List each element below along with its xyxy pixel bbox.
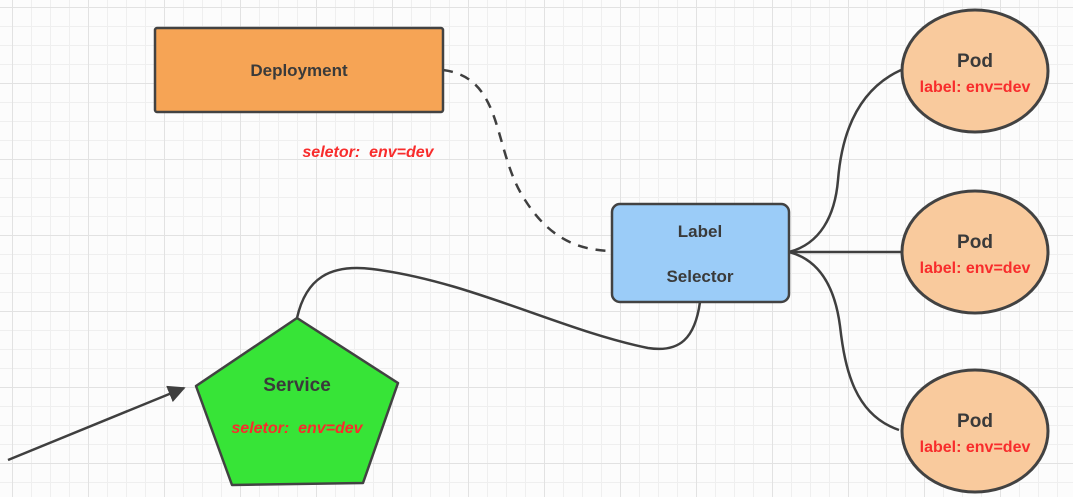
service-selector-note: seletor: env=dev (231, 420, 363, 437)
pod-node-bottom: Pod label: env=dev (900, 368, 1050, 494)
service-pentagon (194, 316, 400, 487)
label-selector-node: Label Selector (610, 202, 791, 304)
pod-label-bottom: label: env=dev (920, 439, 1031, 456)
deployment-label: Deployment (250, 61, 348, 80)
service-label: Service (263, 375, 331, 396)
pod-circle-bottom (900, 368, 1050, 494)
deployment-selector-note: seletor: env=dev (302, 144, 434, 161)
label-selector-box (610, 202, 791, 304)
deployment-box (153, 26, 445, 114)
pod-label-middle: label: env=dev (920, 260, 1031, 277)
service-inbound-arrow (7, 385, 186, 462)
pod-title-top: Pod (957, 51, 993, 72)
edge-selector-to-pod-bottom (788, 250, 900, 432)
edge-deployment-to-selector (442, 68, 612, 253)
label-selector-line2: Selector (666, 267, 733, 286)
edge-service-to-selector (295, 266, 702, 351)
label-selector-line1: Label (678, 222, 722, 241)
pod-title-middle: Pod (957, 232, 993, 253)
pod-circle-top (900, 8, 1050, 134)
pod-label-top: label: env=dev (920, 79, 1031, 96)
deployment-node: Deployment (153, 26, 445, 114)
edge-selector-to-pod-top (788, 68, 902, 254)
pod-node-middle: Pod label: env=dev (900, 189, 1050, 315)
pod-node-top: Pod label: env=dev (900, 8, 1050, 134)
pod-circle-middle (900, 189, 1050, 315)
service-node: Service seletor: env=dev (194, 316, 400, 487)
pod-title-bottom: Pod (957, 411, 993, 432)
